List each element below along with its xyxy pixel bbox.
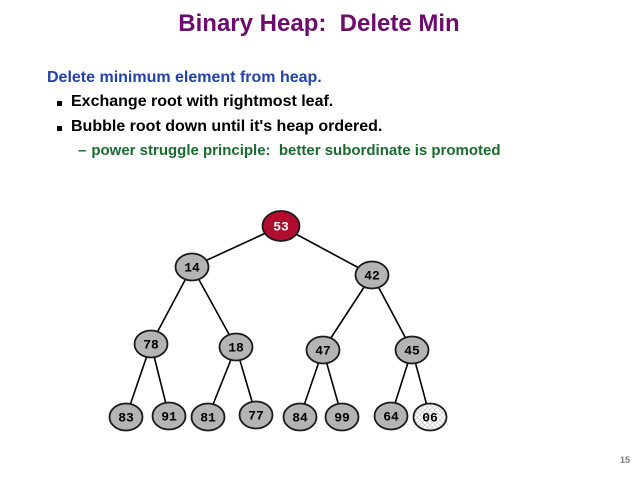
sub-bullet-item: – power struggle principle: better subor… (78, 142, 501, 159)
tree-node-47: 47 (305, 335, 341, 365)
bullet-square-icon (57, 101, 62, 106)
bullet-item-1-label: Exchange root with rightmost leaf. (71, 93, 334, 110)
tree-node-81: 81 (190, 402, 226, 432)
slide-title: Binary Heap: Delete Min (178, 10, 460, 37)
page-number: 15 (619, 455, 630, 465)
bullet-item-1: Exchange root with rightmost leaf. (57, 93, 333, 111)
node-value: 42 (364, 269, 380, 284)
node-ellipse (354, 260, 390, 290)
node-ellipse (324, 402, 360, 432)
tree-edges (125, 225, 431, 418)
tree-node-84: 84 (282, 402, 318, 432)
node-ellipse (282, 402, 318, 432)
tree-node-91: 91 (151, 401, 187, 431)
node-value: 06 (422, 411, 438, 426)
node-value: 18 (228, 341, 244, 356)
tree-node-83: 83 (108, 402, 144, 432)
node-value: 77 (248, 409, 264, 424)
tree-edge (191, 266, 237, 348)
bullet-item-2-label: Bubble root down until it's heap ordered… (71, 118, 383, 135)
tree-node-18: 18 (218, 332, 254, 362)
node-ellipse (218, 332, 254, 362)
node-ellipse (305, 335, 341, 365)
node-ellipse (394, 335, 430, 365)
node-value: 81 (200, 411, 216, 426)
node-ellipse (373, 401, 409, 431)
sub-bullet-label: power struggle principle: better subordi… (91, 142, 501, 159)
tree-node-99: 99 (324, 402, 360, 432)
dash-icon: – (78, 142, 87, 159)
node-value: 99 (334, 411, 350, 426)
tree-node-64: 64 (373, 401, 409, 431)
node-value: 84 (292, 411, 308, 426)
tree-node-53: 53 (261, 210, 301, 242)
node-value: 78 (143, 338, 159, 353)
node-ellipse (133, 329, 169, 359)
node-ellipse (108, 402, 144, 432)
tree-node-78: 78 (133, 329, 169, 359)
node-ellipse (412, 402, 448, 432)
node-ellipse (174, 252, 210, 282)
node-ellipse (261, 210, 301, 242)
tree-node-42: 42 (354, 260, 390, 290)
tree-node-77: 77 (238, 400, 274, 430)
node-value: 64 (383, 410, 399, 425)
node-ellipse (190, 402, 226, 432)
node-value: 83 (118, 411, 134, 426)
node-ellipse (238, 400, 274, 430)
tree-node-06: 06 (412, 402, 448, 432)
bullet-square-icon (57, 126, 62, 131)
bullet-item-2: Bubble root down until it's heap ordered… (57, 118, 382, 136)
node-ellipse (151, 401, 187, 431)
node-value: 47 (315, 344, 331, 359)
node-value: 91 (161, 410, 177, 425)
node-value: 45 (404, 344, 420, 359)
tree-node-14: 14 (174, 252, 210, 282)
content-heading: Delete minimum element from heap. (47, 69, 322, 86)
node-value: 14 (184, 261, 200, 276)
node-value: 53 (273, 220, 289, 235)
tree-node-45: 45 (394, 335, 430, 365)
